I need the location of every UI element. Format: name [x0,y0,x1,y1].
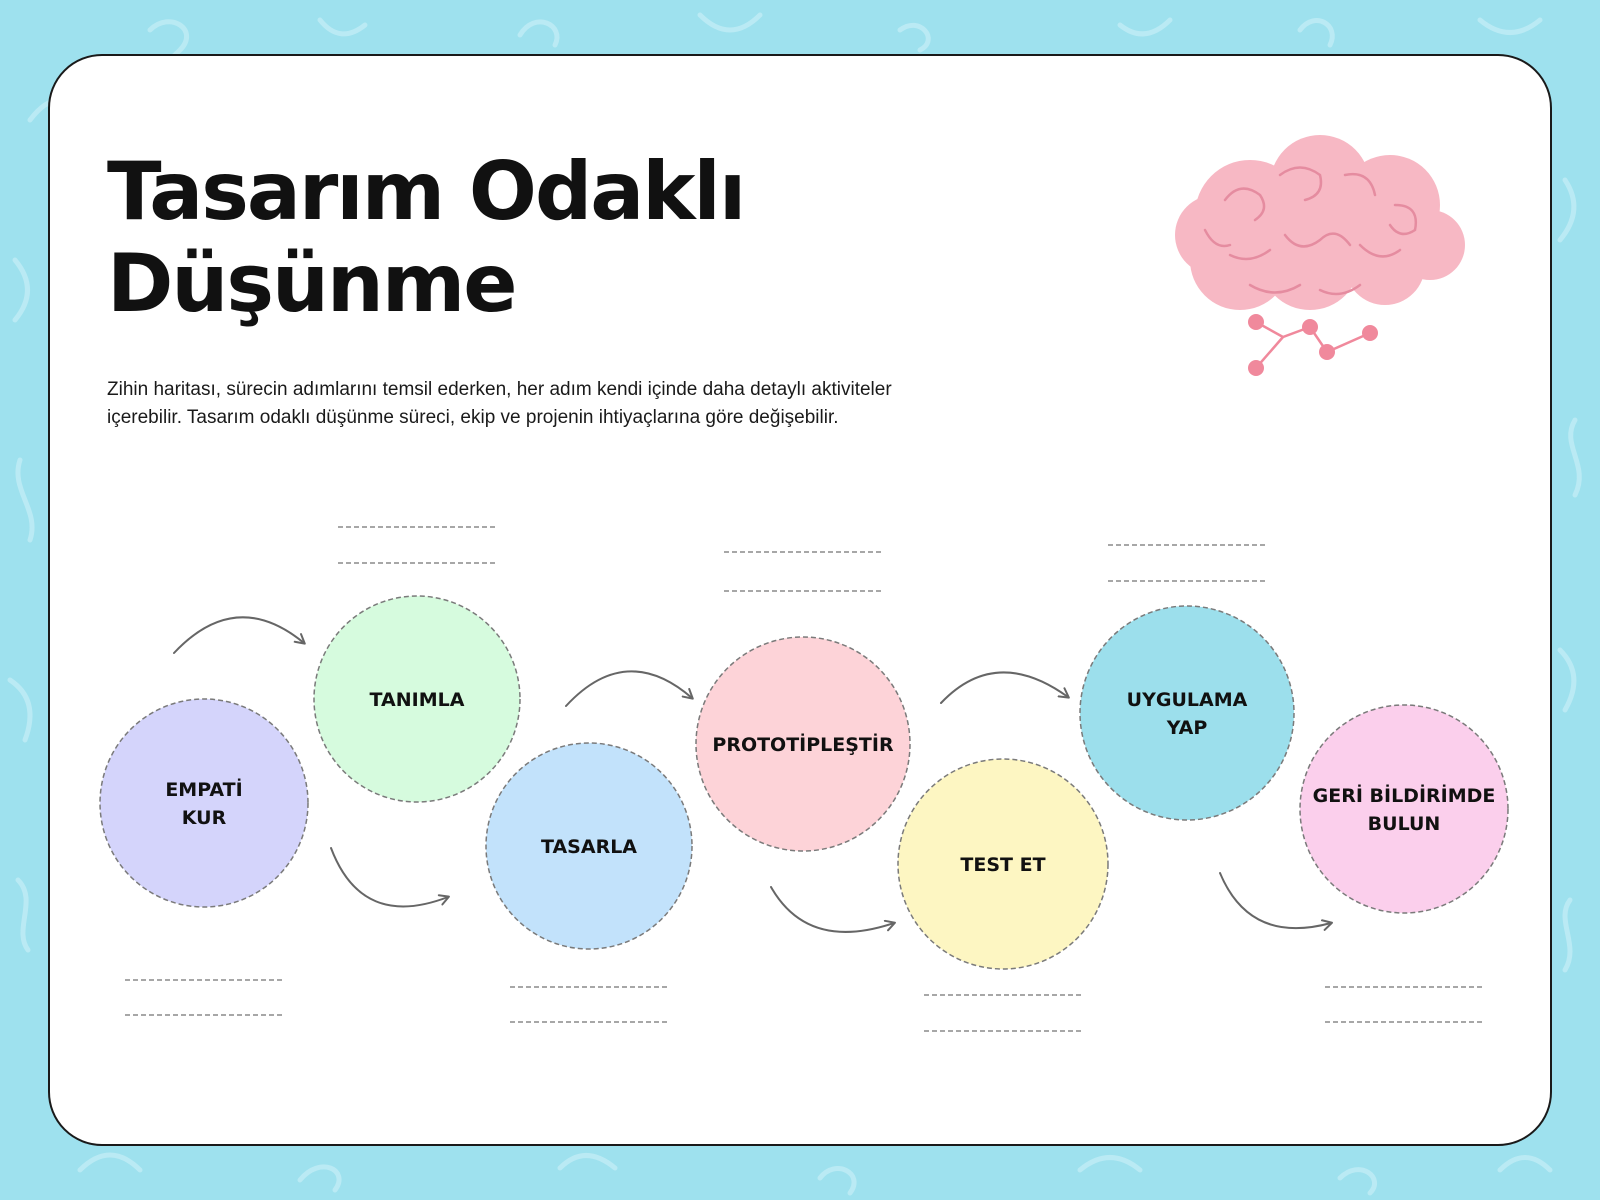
step-node-3: TASARLA [485,742,693,950]
step-label-6-line-1: UYGULAMA [1127,689,1248,711]
step-circle-4 [695,636,911,852]
description: Zihin haritası, sürecin adımlarını temsi… [107,376,1067,432]
step-label-2-line-1: TANIMLA [370,689,465,711]
step-label-6-line-2: YAP [1166,717,1208,739]
step-node-6: UYGULAMA YAP [1079,605,1295,821]
description-line-1: Zihin haritası, sürecin adımlarını temsi… [107,379,892,400]
description-line-2: içerebilir. Tasarım odaklı düşünme sürec… [107,407,839,428]
step-circle-3 [485,742,693,950]
step-node-1: EMPATİ KUR [99,698,309,908]
step-label-4-line-1: PROTOTİPLEŞTİR [712,732,894,756]
step-label-7-line-2: BULUN [1368,813,1441,835]
step-node-4: PROTOTİPLEŞTİR [695,636,911,852]
step-circle-2 [313,595,521,803]
step-label-7-line-1: GERİ BİLDİRİMDE [1313,783,1496,807]
title-line-2: Düşünme [107,237,518,330]
page-title: Tasarım Odaklı Düşünme [107,146,1007,330]
step-circle-6 [1079,605,1295,821]
step-label-5-line-1: TEST ET [960,854,1045,876]
step-circle-5 [897,758,1109,970]
step-node-7: GERİ BİLDİRİMDE BULUN [1299,704,1509,914]
step-circle-1 [99,698,309,908]
step-circle-7 [1299,704,1509,914]
title-line-1: Tasarım Odaklı [107,145,746,238]
step-label-1-line-1: EMPATİ [165,777,242,801]
step-node-2: TANIMLA [313,595,521,803]
step-node-5: TEST ET [897,758,1109,970]
step-label-3-line-1: TASARLA [541,836,637,858]
step-label-1-line-2: KUR [182,807,227,829]
